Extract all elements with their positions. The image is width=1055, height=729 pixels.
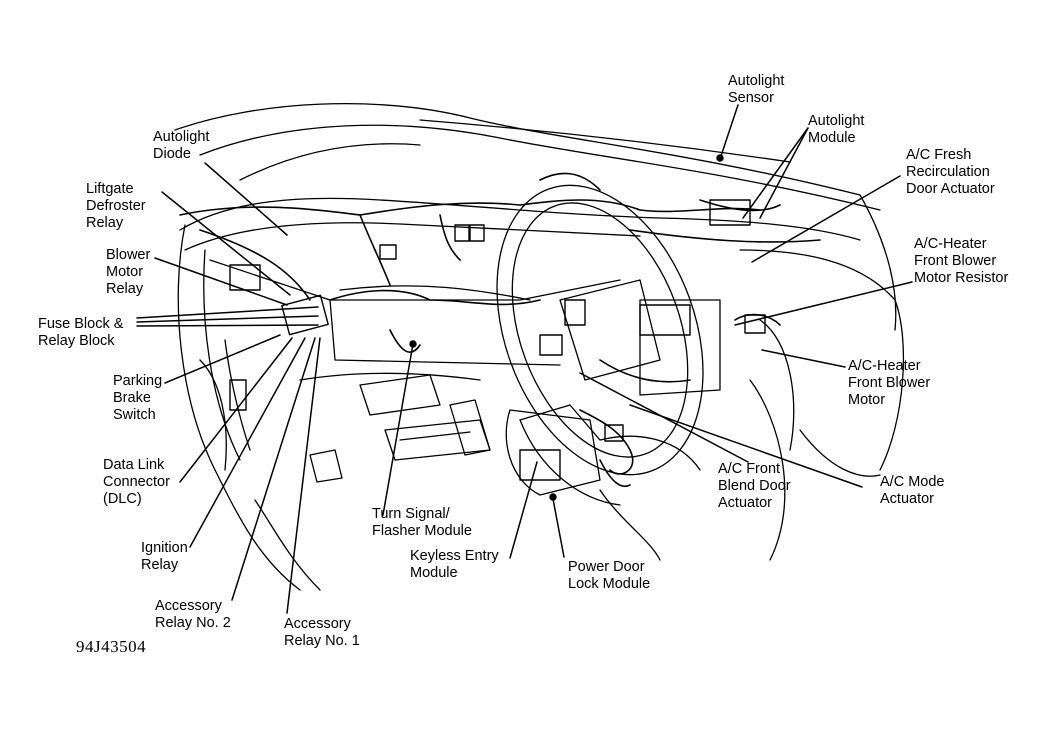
label-line: Brake	[113, 390, 151, 406]
label-accessory-relay-2: Accessory Relay No. 2	[155, 598, 231, 632]
label-line: A/C-Heater	[848, 358, 921, 374]
label-line: Module	[410, 565, 458, 581]
label-line: Front Blower	[848, 375, 931, 391]
label-line: Relay	[141, 557, 179, 573]
label-line: Ignition	[141, 540, 188, 556]
label-line: Relay No. 1	[284, 633, 360, 649]
label-line: Recirculation	[906, 164, 990, 180]
label-line: Turn Signal/	[372, 506, 450, 522]
label-line: Accessory	[284, 616, 351, 632]
label-line: Motor	[106, 264, 144, 280]
label-line: Module	[808, 130, 856, 146]
label-autolight-module: Autolight Module	[808, 113, 864, 147]
label-line: Relay	[106, 281, 144, 297]
label-blower-motor-relay: Blower Motor Relay	[106, 247, 150, 298]
label-power-door-lock-module: Power Door Lock Module	[568, 559, 650, 593]
label-ignition-relay: Ignition Relay	[141, 540, 188, 574]
label-ac-heater-front-blower-motor: A/C-Heater Front Blower Motor	[848, 358, 930, 409]
label-line: Sensor	[728, 90, 774, 106]
label-line: Autolight	[153, 129, 210, 145]
label-data-link-connector: Data Link Connector (DLC)	[103, 457, 170, 508]
label-ac-front-blend-door-actuator: A/C Front Blend Door Actuator	[718, 461, 791, 512]
label-parking-brake-switch: Parking Brake Switch	[113, 373, 162, 424]
label-line: Motor	[848, 392, 886, 408]
label-line: Autolight	[808, 113, 865, 129]
label-line: Flasher Module	[372, 523, 472, 539]
label-line: Relay	[86, 215, 124, 231]
label-line: A/C Front	[718, 461, 781, 477]
label-line: Autolight	[728, 73, 785, 89]
label-line: Connector	[103, 474, 170, 490]
driver-side-outline	[177, 224, 321, 591]
label-fuse-block: Fuse Block & Relay Block	[38, 316, 123, 350]
components	[229, 154, 766, 501]
label-ac-heater-front-blower-motor-resistor: A/C-Heater Front Blower Motor Resistor	[914, 236, 1008, 287]
label-line: Switch	[113, 407, 156, 423]
label-line: Accessory	[155, 598, 222, 614]
label-liftgate-defroster-relay: Liftgate Defroster Relay	[86, 181, 146, 232]
label-line: Blend Door	[718, 478, 791, 494]
label-line: Lock Module	[568, 576, 651, 592]
wiring-harness	[179, 172, 821, 487]
label-ac-fresh-recirculation-door-actuator: A/C Fresh Recirculation Door Actuator	[906, 147, 995, 198]
steering-column	[505, 299, 721, 561]
steering-wheel	[496, 184, 704, 506]
label-line: Blower	[106, 247, 151, 263]
label-line: (DLC)	[103, 491, 142, 507]
label-line: A/C Mode	[880, 474, 945, 490]
label-line: Actuator	[718, 495, 772, 511]
label-autolight-diode: Autolight Diode	[153, 129, 209, 163]
label-line: Front Blower	[914, 253, 997, 269]
label-accessory-relay-1: Accessory Relay No. 1	[284, 616, 360, 650]
label-line: A/C Fresh	[906, 147, 972, 163]
label-line: Fuse Block &	[38, 316, 124, 332]
label-line: Actuator	[880, 491, 934, 507]
label-line: Keyless Entry	[410, 548, 499, 564]
label-ac-mode-actuator: A/C Mode Actuator	[880, 474, 944, 508]
figure-id: 94J43504	[76, 637, 147, 656]
label-line: Door Actuator	[906, 181, 995, 197]
label-line: Relay No. 2	[155, 615, 231, 631]
label-line: Motor Resistor	[914, 270, 1009, 286]
label-turn-signal-flasher-module: Turn Signal/ Flasher Module	[372, 506, 472, 540]
windshield-outline	[174, 103, 897, 331]
leader-lines	[136, 104, 913, 614]
label-keyless-entry-module: Keyless Entry Module	[410, 548, 499, 582]
label-line: Liftgate	[86, 181, 134, 197]
passenger-side-outline	[739, 249, 905, 561]
label-line: Data Link	[103, 457, 165, 473]
label-line: Relay Block	[38, 333, 115, 349]
label-autolight-sensor: Autolight Sensor	[728, 73, 784, 107]
label-line: Defroster	[86, 198, 146, 214]
label-line: Power Door	[568, 559, 645, 575]
label-line: Diode	[153, 146, 191, 162]
label-line: Parking	[113, 373, 163, 389]
label-line: A/C-Heater	[914, 236, 987, 252]
